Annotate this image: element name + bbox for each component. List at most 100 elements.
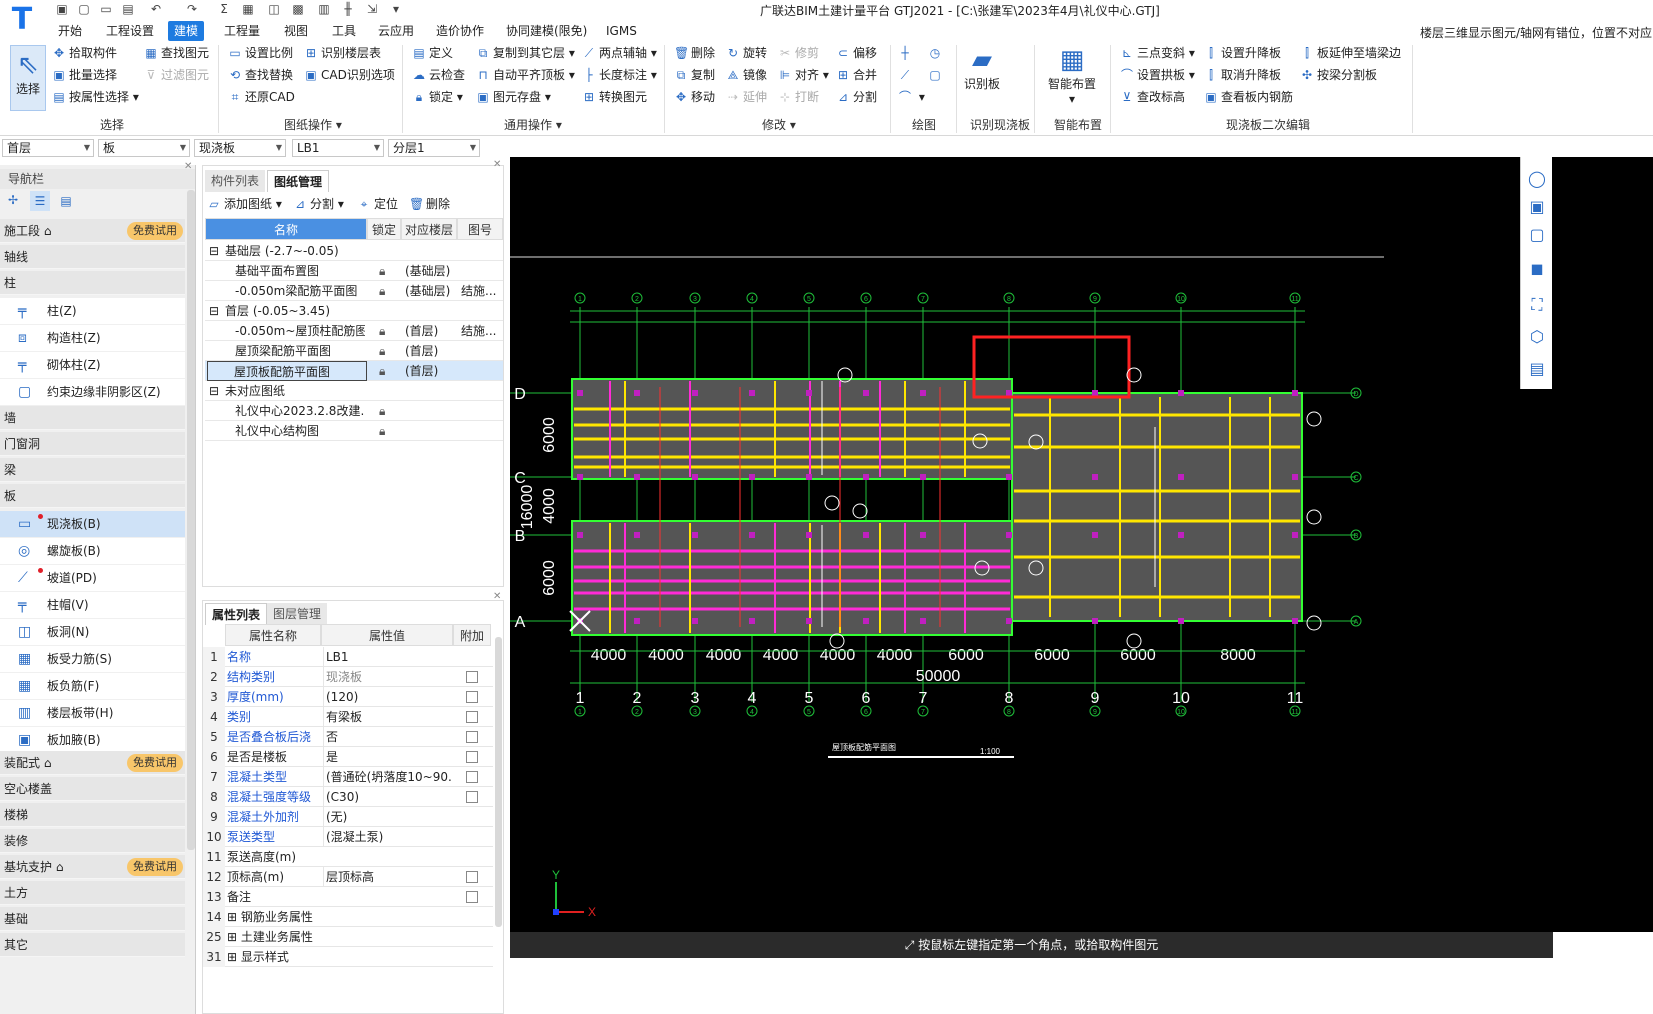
redo-icon[interactable]: ↷ (186, 2, 198, 16)
table-row[interactable]: 礼仪中心结构图🔒︎ (205, 421, 503, 441)
nav-cat-axis[interactable]: 轴线 (0, 245, 185, 269)
nav-cat-pit-support[interactable]: 基坑支护 ⌂免费试用 (0, 855, 185, 879)
nav-cat-column[interactable]: 柱 (0, 271, 185, 295)
save-element-button[interactable]: ▣图元存盘 ▾ (476, 87, 551, 107)
extra-checkbox[interactable] (466, 691, 478, 703)
col-header-lock[interactable]: 锁定 (367, 218, 401, 240)
nav-cat-decoration[interactable]: 装修 (0, 829, 185, 853)
nav-item-masonry-column[interactable]: ╤砌体柱(Z) (0, 352, 185, 378)
select-by-property-button[interactable]: ▤按属性选择 ▾ (52, 87, 139, 107)
prop-scrollbar[interactable] (495, 637, 502, 927)
set-arch-slab-button[interactable]: ⌒设置拱板 ▾ (1120, 65, 1195, 85)
nav-scrollbar[interactable] (187, 190, 195, 850)
menu-collab-modeling[interactable]: 协同建模(限免) (506, 24, 588, 38)
property-value[interactable]: (无) (323, 807, 453, 827)
property-value[interactable]: 有梁板 (323, 707, 453, 727)
new-file-icon[interactable]: ▣ (56, 2, 68, 16)
table-row[interactable]: -0.050m梁配筋平面图🔒︎(基础层)结施... (205, 281, 503, 301)
property-value[interactable]: (120) (323, 687, 453, 707)
split-by-beam-button[interactable]: ✣按梁分割板 (1300, 65, 1377, 85)
close-icon[interactable]: ✕ (493, 591, 502, 602)
tab-drawing-management[interactable]: 图纸管理 (267, 170, 330, 192)
cube-icon[interactable]: ▢ (1529, 225, 1545, 244)
nav-item-negative-rebar[interactable]: ▦板负筋(F) (0, 673, 185, 699)
split-button[interactable]: ⊿分割 (836, 87, 877, 107)
undo-icon[interactable]: ↶ (150, 2, 162, 16)
nav-cat-wall[interactable]: 墙 (0, 406, 185, 430)
nav-cat-earthwork[interactable]: 土方 (0, 881, 185, 905)
col-header-floor[interactable]: 对应楼层 (401, 218, 457, 240)
property-row[interactable]: 14⊞ 钢筋业务属性 (203, 907, 493, 927)
restore-cad-button[interactable]: ⌗还原CAD (228, 87, 295, 107)
close-icon[interactable]: ✕ (493, 159, 502, 170)
length-dim-button[interactable]: ├长度标注 ▾ (582, 65, 656, 85)
nav-cat-beam[interactable]: 梁 (0, 458, 185, 482)
layer-icon[interactable]: ◫ (268, 2, 280, 16)
property-value[interactable]: 现浇板 (323, 667, 453, 687)
property-value[interactable]: LB1 (323, 647, 453, 667)
solid-cube-icon[interactable]: ◼ (1530, 259, 1544, 278)
split-drawing-button[interactable]: ⊿分割 ▾ (293, 194, 344, 214)
check-elevation-button[interactable]: ⊻查改标高 (1120, 87, 1185, 107)
add-drawing-button[interactable]: ▱添加图纸 ▾ (207, 194, 281, 214)
close-icon[interactable]: ✕ (184, 161, 193, 172)
nav-item-column-cap[interactable]: ╤柱帽(V) (0, 592, 185, 618)
extra-checkbox[interactable] (466, 751, 478, 763)
property-row[interactable]: 25⊞ 土建业务属性 (203, 927, 493, 947)
save-icon[interactable]: ▤ (122, 2, 134, 16)
table-row[interactable]: -0.050m~屋顶柱配筋图🔒︎(首层)结施... (205, 321, 503, 341)
trim-button[interactable]: ✂修剪 (778, 43, 819, 63)
component-select[interactable]: LB1▼ (292, 139, 384, 157)
smart-layout-button[interactable]: ▦ 智能布置▾ (1044, 45, 1100, 106)
view-slab-rebar-button[interactable]: ▣查看板内钢筋 (1204, 87, 1293, 107)
layer-select[interactable]: 分层1▼ (388, 139, 480, 157)
nav-item-slab-hole[interactable]: ◫板洞(N) (0, 619, 185, 645)
table-row[interactable]: 礼仪中心2023.2.8改建...🔒︎ (205, 401, 503, 421)
extra-checkbox[interactable] (466, 771, 478, 783)
lock-icon[interactable]: 🔒︎ (379, 344, 386, 358)
tab-layer-management[interactable]: 图层管理 (267, 603, 328, 625)
find-replace-button[interactable]: ⟲查找替换 (228, 65, 293, 85)
convert-element-button[interactable]: ⊞转换图元 (582, 87, 647, 107)
menu-quantity[interactable]: 工程量 (224, 24, 261, 38)
three-point-slope-button[interactable]: ⊾三点变斜 ▾ (1120, 43, 1195, 63)
col-header-name[interactable]: 名称 (205, 218, 367, 240)
draw-arc-button[interactable]: ⌒ ▾ (898, 87, 925, 107)
extra-checkbox[interactable] (466, 731, 478, 743)
extend-slab-to-wall-button[interactable]: ⫿板延伸至墙梁边 (1300, 43, 1401, 63)
sum-icon[interactable]: Σ (220, 2, 228, 16)
lock-icon[interactable]: 🔒︎ (379, 284, 386, 298)
floor-select[interactable]: 首层▼ (2, 139, 94, 157)
view-3d-icon[interactable]: ▣ (1529, 197, 1545, 216)
draw-line-button[interactable]: ⟋ (898, 65, 915, 85)
nav-cat-prefab[interactable]: 装配式 ⌂免费试用 (0, 751, 185, 775)
draw-rect-button[interactable]: ▢ (928, 65, 945, 85)
more-icon[interactable]: ▾ (392, 2, 400, 16)
table-row-selected[interactable]: 屋顶板配筋平面图🔒︎(首层) (205, 361, 503, 381)
type-select[interactable]: 板▼ (98, 139, 190, 157)
nav-cat-hollow-floor[interactable]: 空心楼盖 (0, 777, 185, 801)
report-icon[interactable]: ▤ (1529, 359, 1545, 378)
set-scale-button[interactable]: ▭设置比例 (228, 43, 293, 63)
detail-view-icon[interactable]: ▤ (60, 194, 72, 208)
nav-cat-door-window[interactable]: 门窗洞 (0, 432, 185, 456)
draw-circle-button[interactable]: ◷ (928, 43, 945, 63)
fullscreen-icon[interactable]: ⛶ (1531, 295, 1543, 314)
calc-icon[interactable]: ▦ (242, 2, 254, 16)
tab-property-list[interactable]: 属性列表 (205, 603, 268, 625)
property-row[interactable]: 31⊞ 显示样式 (203, 947, 493, 967)
define-button[interactable]: ▤定义 (412, 43, 453, 63)
nav-item-column[interactable]: ╤柱(Z) (0, 298, 185, 324)
delete-drawing-button[interactable]: 🗑︎删除 (409, 194, 450, 214)
lock-button[interactable]: 🔒︎锁定 ▾ (412, 87, 463, 107)
menu-view[interactable]: 视图 (284, 24, 309, 38)
property-value[interactable]: (混凝土泵) (323, 827, 453, 847)
table-row-group[interactable]: ⊟基础层 (-2.7~-0.05) (205, 241, 503, 261)
